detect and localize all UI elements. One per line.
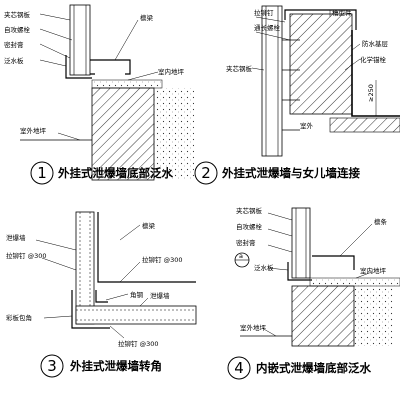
label: 泄爆墙 <box>6 233 26 242</box>
detail-number: 4 <box>234 359 244 377</box>
height-dimension: ≥250 <box>367 84 375 102</box>
concrete-wall <box>91 87 155 181</box>
label: 角钢 <box>130 290 144 299</box>
flashing <box>287 262 312 281</box>
label: 拉铆钉 @300 <box>6 251 46 260</box>
label: 檩梁 <box>140 13 154 22</box>
label: 防水基层 <box>362 39 389 48</box>
label: 夹芯钢板 <box>226 64 253 73</box>
label: 自攻螺栓 <box>236 222 263 231</box>
label: 密封膏 <box>236 238 256 247</box>
channel-piece <box>284 9 357 30</box>
detail-number-circle <box>227 356 251 380</box>
detail-2: 拉铆钉 通长螺栓 夹芯钢板 槽型件 防水基层 化学锚栓 ≥250 室外 2 外挂… <box>194 5 400 185</box>
flashing <box>65 55 92 79</box>
detail-number: 1 <box>37 164 47 182</box>
label: 檩条 <box>374 217 388 226</box>
label: 拉铆钉 @300 <box>118 339 158 348</box>
label: 泛水板 <box>254 263 274 272</box>
detail-number-circle <box>40 354 64 378</box>
label: 自攻螺栓 <box>4 25 31 34</box>
corner-flashing <box>71 290 110 329</box>
detail-number-circle <box>30 161 54 185</box>
channel-beam <box>90 59 131 75</box>
purlin <box>312 255 355 270</box>
label: 室外 <box>300 121 314 130</box>
label: 檩梁 <box>142 221 156 230</box>
parapet-wall <box>289 13 353 115</box>
bolts <box>282 39 300 131</box>
label: 泛水板 <box>4 56 24 65</box>
label: 通长螺栓 <box>254 23 281 32</box>
detail-number: 3 <box>47 357 57 375</box>
detail-caption: 内嵌式泄爆墙底部泛水 <box>256 361 371 375</box>
sandwich-panel <box>69 4 91 76</box>
section-marker-label: a <box>239 252 243 260</box>
label: 密封膏 <box>4 40 24 49</box>
label: 夹芯钢板 <box>236 206 263 215</box>
label: 夹芯钢板 <box>4 10 31 19</box>
detail-4: 夹芯钢板 自攻螺栓 密封膏 a 泛水板 檩条 室内地坪 室外地坪 4 内嵌式泄爆… <box>227 206 400 380</box>
horizontal-panel <box>75 305 197 325</box>
label: 彩板包角 <box>6 313 32 322</box>
waterproof-layer <box>351 30 400 117</box>
sandwich-panel <box>261 5 283 157</box>
detail-3: 泄爆墙 拉铆钉 @300 檩梁 拉铆钉 @300 角钢 泄爆墙 彩板包角 拉铆钉… <box>6 211 197 378</box>
detail-caption: 外挂式泄爆墙与女儿墙连接 <box>221 166 360 180</box>
detail-caption: 外挂式泄爆墙转角 <box>69 359 162 373</box>
detail-number: 2 <box>201 164 211 182</box>
sandwich-panel <box>291 207 311 279</box>
label: 室内地坪 <box>360 266 387 275</box>
detail-number-circle <box>194 161 218 185</box>
beam <box>97 212 196 283</box>
label: 槽型件 <box>332 8 352 17</box>
label: 拉铆钉 @300 <box>142 255 182 264</box>
label: 拉铆钉 <box>254 8 274 17</box>
concrete-wall <box>291 285 355 347</box>
detail-1: 夹芯钢板 自攻螺栓 密封膏 泛水板 檩梁 室内地坪 室外地坪 1 外挂式泄爆墙底… <box>4 4 194 185</box>
label: 化学锚栓 <box>360 55 387 64</box>
detail-caption: 外挂式泄爆墙底部泛水 <box>57 166 173 180</box>
label: 室内地坪 <box>158 67 185 76</box>
angle-steel <box>95 290 108 303</box>
label: 室外地坪 <box>240 323 267 332</box>
label: 泄爆墙 <box>150 291 170 300</box>
label: 室外地坪 <box>20 126 47 135</box>
